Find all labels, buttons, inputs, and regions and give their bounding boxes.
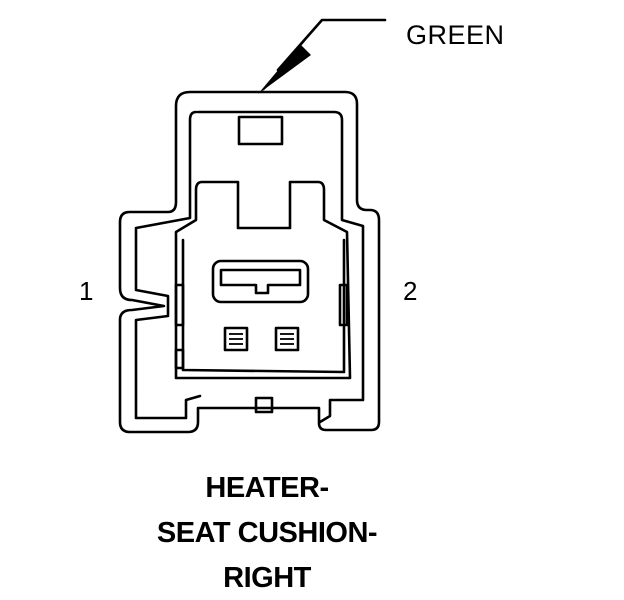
pin-2-label: 2 <box>403 276 418 306</box>
cavity-insert <box>174 180 352 380</box>
wire-color-label: GREEN <box>406 20 505 50</box>
connector-inner-housing <box>134 110 365 424</box>
leader-arrow-head-body <box>258 44 311 94</box>
right-side-tab <box>338 283 349 327</box>
terminal-1 <box>223 326 249 352</box>
connector-title-line-3: RIGHT <box>223 562 311 594</box>
connector-title-line-2: SEAT CUSHION- <box>156 517 378 549</box>
left-lower-tab <box>174 348 185 370</box>
bottom-latch <box>254 396 274 414</box>
connector-outer-housing <box>118 90 381 434</box>
left-side-tab <box>174 283 185 327</box>
top-latch <box>237 115 284 146</box>
connector-title-line-1: HEATER- <box>205 472 329 504</box>
terminal-2 <box>274 326 300 352</box>
pin-1-label: 1 <box>79 276 94 306</box>
key-slot <box>211 259 310 304</box>
key-slot-inner <box>219 268 302 295</box>
